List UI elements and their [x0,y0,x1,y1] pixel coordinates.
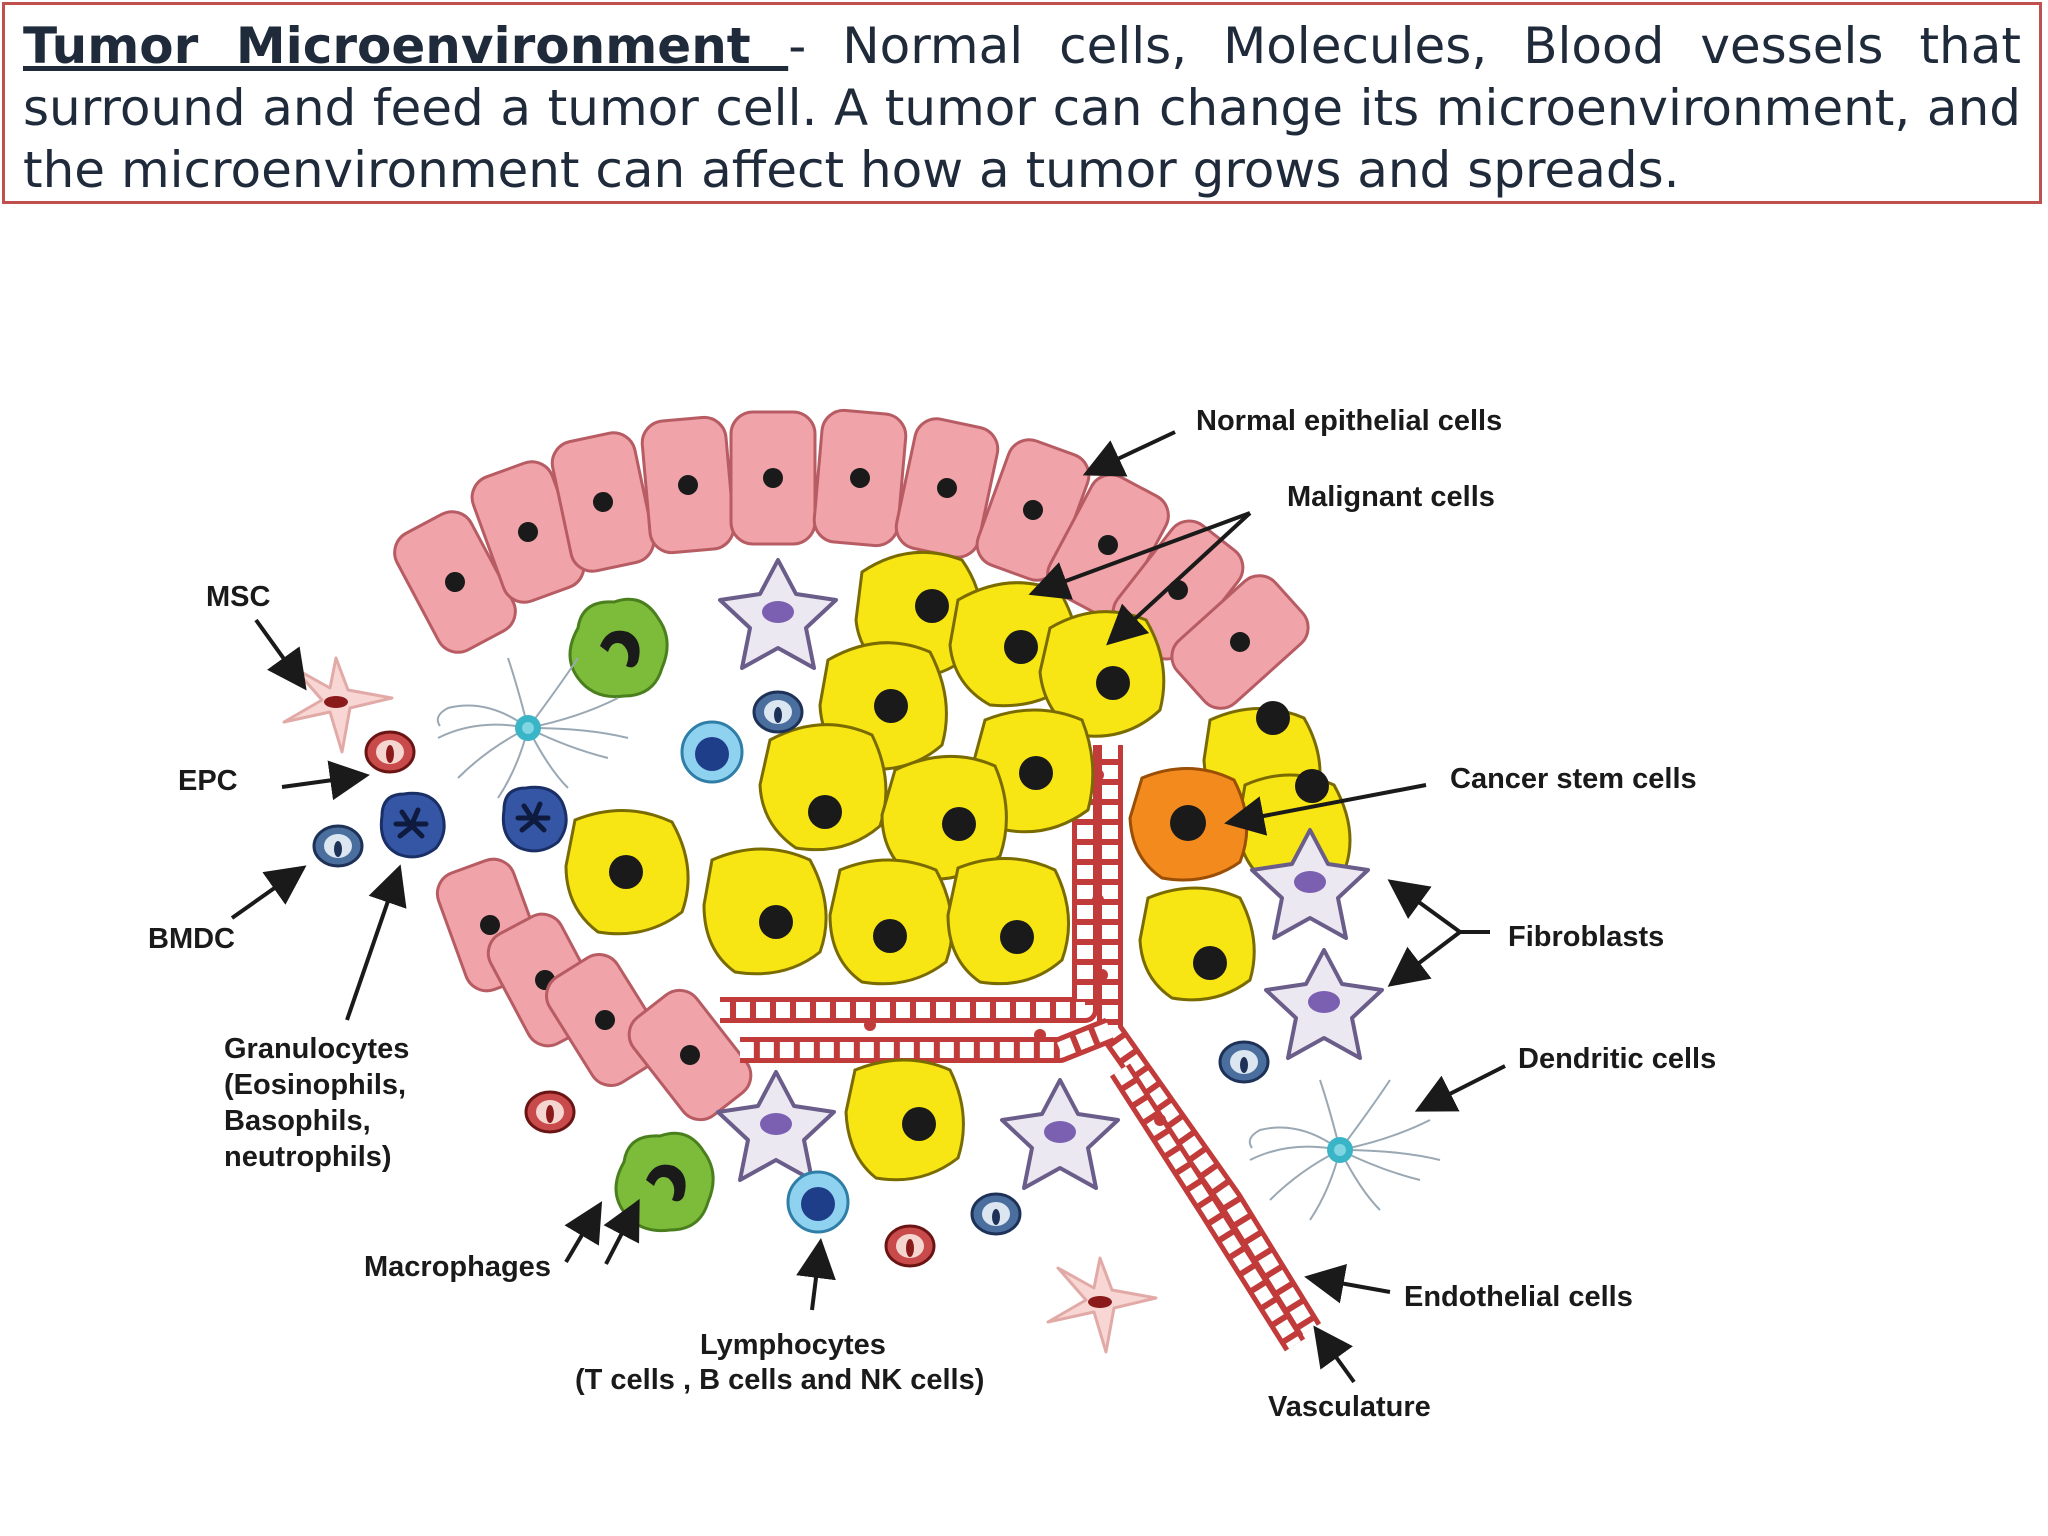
label-malignant: Malignant cells [1287,481,1495,513]
label-granulocytes-4: neutrophils) [224,1141,392,1173]
label-arrows [230,430,1506,1384]
definition-separator: - [788,17,807,75]
label-cancer-stem: Cancer stem cells [1450,763,1697,795]
label-endothelial: Endothelial cells [1404,1281,1633,1313]
label-granulocytes-1: Granulocytes [224,1033,409,1065]
label-normal-epithelial: Normal epithelial cells [1196,405,1502,437]
definition-term: Tumor Microenvironment [23,17,789,75]
definition-text: Normal cells, Molecules, Blood vessels t… [23,17,2021,199]
label-bmdc: BMDC [148,923,235,955]
label-lymphocytes-2: (T cells , B cells and NK cells) [575,1364,984,1396]
epithelial-cells-top [393,408,1310,710]
cancer-stem-cell [1128,767,1249,882]
label-epc: EPC [178,765,238,797]
label-granulocytes-2: (Eosinophils, [224,1069,406,1101]
granulocytes [381,787,566,857]
label-vasculature: Vasculature [1268,1391,1431,1423]
label-dendritic: Dendritic cells [1518,1043,1716,1075]
label-msc: MSC [206,581,271,613]
label-lymphocytes-1: Lymphocytes [700,1329,886,1361]
epithelial-cells-lower [435,857,753,1122]
label-macrophages: Macrophages [364,1251,551,1283]
vasculature-vessels [720,745,1322,1352]
label-granulocytes-3: Basophils, [224,1105,371,1137]
definition-box: Tumor Microenvironment - Normal cells, M… [2,2,2042,204]
label-fibroblasts: Fibroblasts [1508,921,1664,953]
